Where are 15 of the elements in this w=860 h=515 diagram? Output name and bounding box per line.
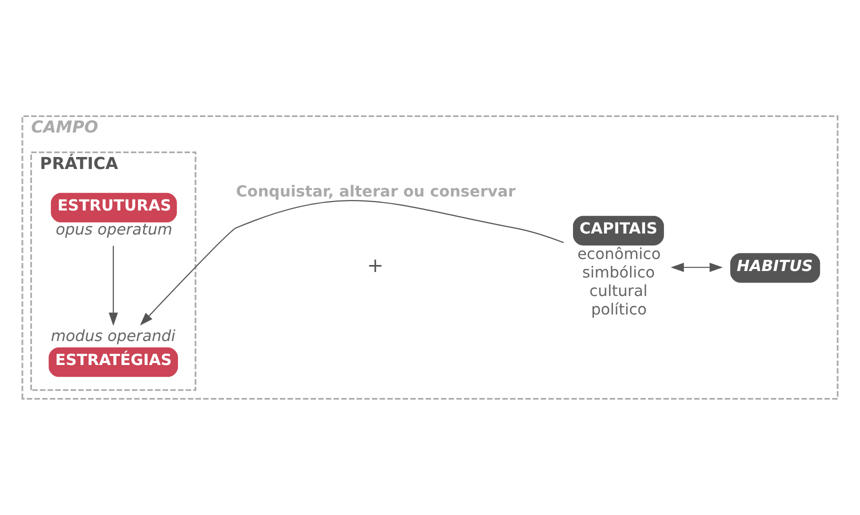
node-box: CAPITAIS bbox=[573, 216, 664, 246]
node-label: modus operandi bbox=[50, 326, 176, 345]
arrow bbox=[108, 246, 118, 326]
node-label: econômico bbox=[577, 244, 661, 263]
node-box: HABITUS bbox=[730, 253, 820, 283]
node-label: simbólico bbox=[582, 263, 655, 282]
label: + bbox=[366, 254, 384, 278]
node-label: político bbox=[591, 300, 647, 319]
arrow bbox=[140, 200, 564, 326]
node-box: ESTRATÉGIAS bbox=[48, 347, 178, 377]
node-label: cultural bbox=[589, 282, 648, 300]
arrow bbox=[670, 262, 723, 272]
node-box: ESTRUTURAS bbox=[50, 192, 177, 222]
node-label: opus operatum bbox=[56, 220, 172, 239]
edge-label: Conquistar, alterar ou conservar bbox=[236, 182, 516, 200]
